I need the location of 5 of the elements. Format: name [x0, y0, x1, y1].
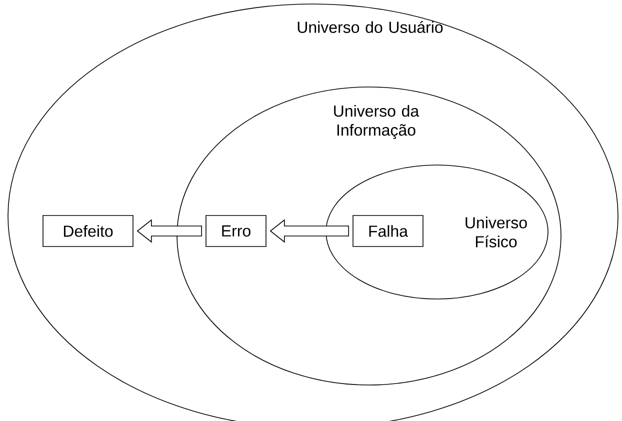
hollow-arrow: [136, 219, 202, 243]
label-box: Defeito: [42, 215, 134, 247]
label-box: Erro: [206, 215, 266, 247]
label-box: Falha: [352, 215, 424, 247]
hollow-arrow: [270, 219, 349, 243]
